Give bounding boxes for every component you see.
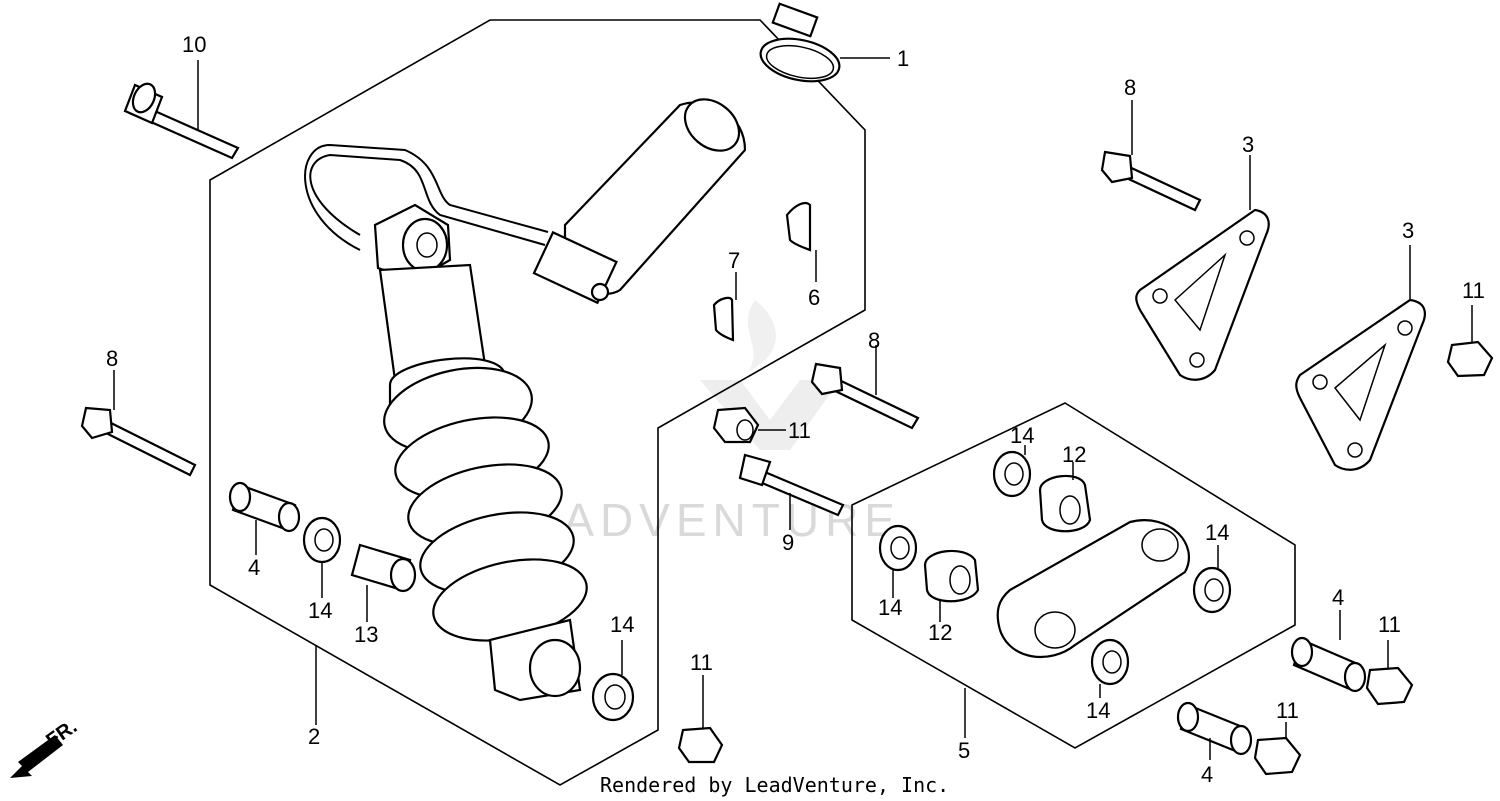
bracket-3-lower-part bbox=[1295, 245, 1426, 471]
front-direction-arrow: FR. bbox=[10, 716, 81, 778]
nut-11-bottom-part bbox=[677, 675, 724, 764]
callout-2: 2 bbox=[308, 724, 320, 749]
callout-13: 13 bbox=[354, 622, 378, 647]
callout-14-arm-bottom: 14 bbox=[1086, 698, 1110, 723]
render-credit: Rendered by LeadVenture, Inc. bbox=[600, 773, 949, 797]
callout-14-arm-left: 14 bbox=[878, 595, 902, 620]
nut-11-right-bottom-part bbox=[1365, 640, 1414, 706]
bearing-14-bottom-part bbox=[591, 640, 635, 722]
bearing-14-arm-right-part bbox=[1192, 545, 1232, 614]
shock-assembly-outline bbox=[209, 19, 866, 786]
bolt-8-left-part bbox=[80, 370, 197, 477]
watermark-logo bbox=[700, 300, 840, 450]
rear-shock-absorber-part bbox=[304, 98, 747, 725]
callout-4-bottom: 4 bbox=[1201, 762, 1213, 787]
cushion-arm-5-part bbox=[964, 519, 1191, 738]
callout-11-right-top: 11 bbox=[1462, 278, 1485, 303]
callout-5: 5 bbox=[958, 738, 970, 763]
callout-12-bottom: 12 bbox=[928, 620, 952, 645]
callout-11-right: 11 bbox=[1378, 612, 1401, 637]
callout-8-center: 8 bbox=[868, 328, 880, 353]
callout-12-top: 12 bbox=[1062, 442, 1086, 467]
callout-11-center: 11 bbox=[788, 418, 811, 443]
callout-11-bottom-right: 11 bbox=[1276, 698, 1299, 723]
clip-7-part bbox=[712, 272, 737, 342]
callout-9: 9 bbox=[782, 530, 794, 555]
collar-4-right-part bbox=[1290, 610, 1367, 693]
bolt-8-center-part bbox=[810, 345, 920, 430]
callout-4-left: 4 bbox=[248, 555, 260, 580]
callout-14-left: 14 bbox=[308, 598, 332, 623]
callout-1: 1 bbox=[897, 46, 909, 71]
callout-14-arm-top: 14 bbox=[1010, 423, 1034, 448]
callout-3-lower: 3 bbox=[1402, 218, 1414, 243]
collar-12-arm-top-part bbox=[1038, 462, 1092, 533]
bolt-9-part bbox=[738, 453, 845, 530]
callout-14-bottom: 14 bbox=[610, 612, 634, 637]
bearing-14-left-part bbox=[302, 516, 342, 598]
nut-11-bottom-right-part bbox=[1253, 722, 1302, 776]
bush-13-part bbox=[350, 543, 417, 622]
clip-6-part bbox=[785, 201, 817, 282]
callout-4-right: 4 bbox=[1332, 585, 1344, 610]
hose-clamp-part bbox=[759, 2, 890, 83]
cushion-arm-assembly-outline bbox=[851, 402, 1296, 749]
callout-8-right: 8 bbox=[1124, 75, 1136, 100]
collar-4-left-part bbox=[228, 481, 301, 555]
callout-10: 10 bbox=[182, 32, 206, 57]
collar-12-arm-left-part bbox=[923, 549, 980, 622]
callout-7: 7 bbox=[728, 248, 740, 273]
nut-11-right-top-part bbox=[1446, 305, 1494, 378]
bearing-14-arm-bottom-part bbox=[1090, 638, 1130, 698]
bracket-3-upper-part bbox=[1135, 155, 1270, 381]
bearing-14-arm-left-part bbox=[878, 524, 918, 598]
bolt-8-right-part bbox=[1100, 100, 1202, 212]
callout-11-bottom: 11 bbox=[690, 650, 713, 675]
callout-14-arm-right: 14 bbox=[1205, 520, 1229, 545]
nut-11-center-part bbox=[712, 406, 786, 444]
callout-3-upper: 3 bbox=[1242, 132, 1254, 157]
callout-labels: 1 2 3 3 4 4 4 5 6 7 8 8 8 9 10 11 11 11 … bbox=[106, 32, 1485, 787]
bearing-14-arm-top-part bbox=[992, 445, 1032, 498]
collar-4-bottom-part bbox=[1176, 701, 1253, 760]
callout-8-left: 8 bbox=[106, 346, 118, 371]
callout-6: 6 bbox=[808, 285, 820, 310]
bolt-10-part bbox=[123, 60, 240, 160]
